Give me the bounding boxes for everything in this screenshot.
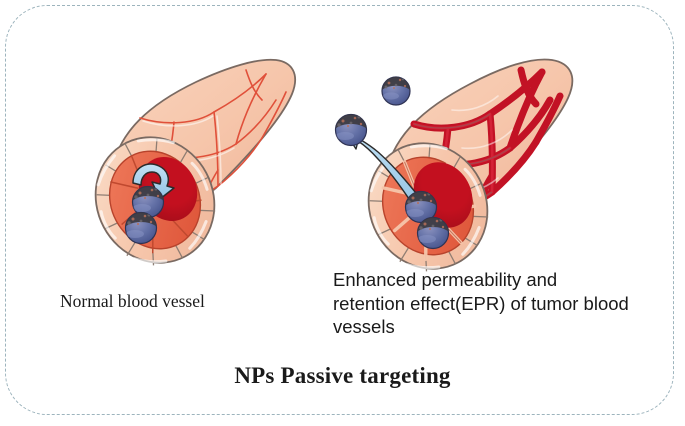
- nanoparticle-sphere-icon: [416, 216, 450, 250]
- nanoparticle-sphere-icon: [381, 76, 411, 106]
- nanoparticle-sphere-icon: [124, 211, 158, 245]
- nanoparticle-sphere-icon: [131, 185, 165, 219]
- figure-title: NPs Passive targeting: [234, 363, 451, 388]
- tumor-vessel-group: [334, 58, 574, 272]
- nanoparticle-sphere-icon: [334, 113, 368, 147]
- nanoparticle-sphere-icon: [404, 190, 438, 224]
- epr-effect-caption: Enhanced permeability and retention effe…: [333, 269, 629, 337]
- normal-vessel-group: [94, 58, 297, 266]
- normal-vessel-caption: Normal blood vessel: [60, 291, 205, 311]
